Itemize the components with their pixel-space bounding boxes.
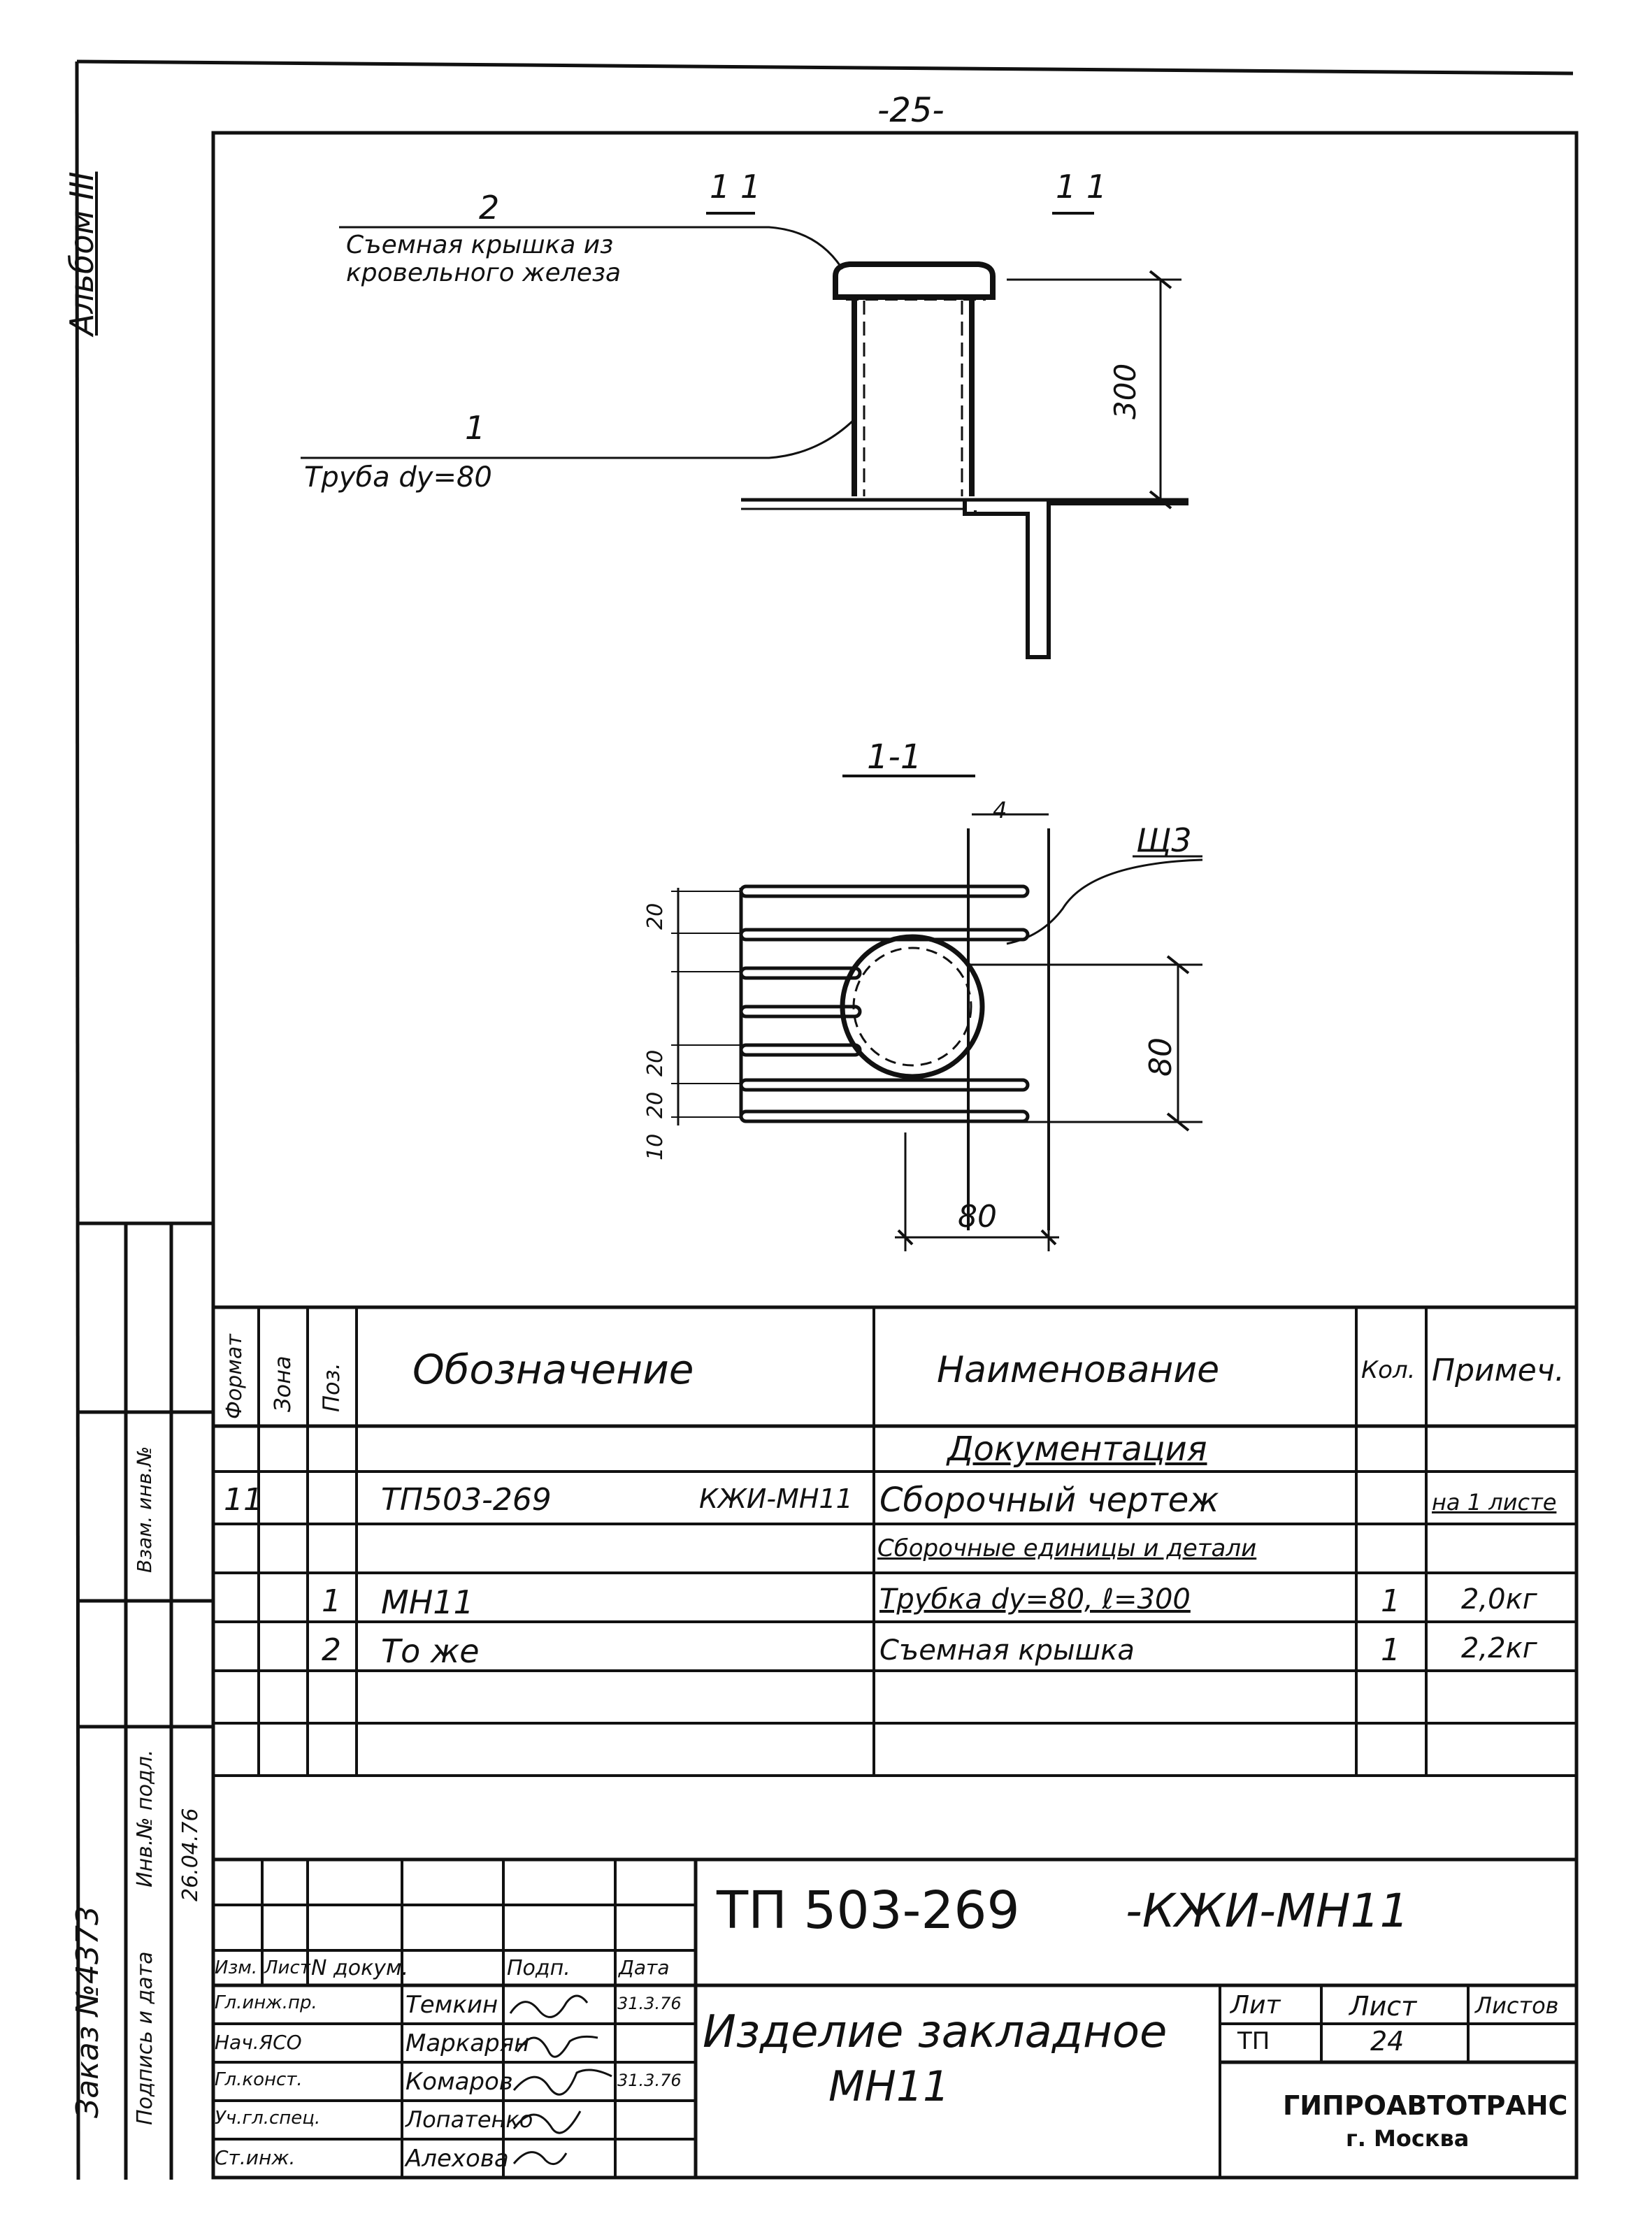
outer-frame-left xyxy=(75,61,80,2180)
row-1-designation: МН11 xyxy=(381,1583,474,1621)
staff-role-1: Гл.инж.пр. xyxy=(215,1992,317,2013)
row-2-pos: 2 xyxy=(322,1632,341,1668)
section-callout-sh3: Щ3 xyxy=(1136,821,1192,859)
callout-pipe-position: 1 xyxy=(465,409,486,447)
col-label-doc: N докум. xyxy=(311,1956,409,1980)
col-label-change: Изм. xyxy=(215,1957,258,1978)
staff-name-1: Темкин xyxy=(405,1991,498,2019)
sheet-label: Лист xyxy=(1349,1991,1417,2022)
section-mark-right: 1 1 xyxy=(1056,168,1107,206)
title-code-suffix: -КЖИ-МН11 xyxy=(1126,1884,1409,1938)
header-designation: Обозначение xyxy=(412,1346,694,1393)
row-2-note: 2,2кг xyxy=(1461,1632,1537,1664)
cap-shape xyxy=(833,261,996,300)
dim-small-4: 4 xyxy=(993,797,1007,823)
staff-role-2: Нач.ЯСО xyxy=(215,2031,302,2054)
row-1-name: Трубка dу=80, ℓ=300 xyxy=(879,1583,1191,1616)
row-doc-note: на 1 листе xyxy=(1432,1489,1557,1516)
staff-role-4: Уч.гл.спец. xyxy=(215,2108,321,2129)
staff-role-5: Ст.инж. xyxy=(215,2146,296,2169)
callout-cap-text-2: кровельного железа xyxy=(346,259,622,287)
row-2-qty: 1 xyxy=(1381,1632,1400,1668)
page-number: -25- xyxy=(877,91,944,130)
callout-pipe-text: Труба dу=80 xyxy=(304,461,492,494)
staff-name-5: Алехова xyxy=(405,2145,509,2173)
callout-cap-position: 2 xyxy=(479,189,500,226)
title-block-grid xyxy=(213,1857,1576,2178)
title-name-2: МН11 xyxy=(828,2062,950,2111)
col-label-sheet: Лист xyxy=(264,1957,310,1978)
header-note: Примеч. xyxy=(1432,1353,1565,1388)
row-2-name: Съемная крышка xyxy=(879,1634,1135,1667)
col-label-sign: Подп. xyxy=(507,1956,570,1980)
staff-date-3: 31.3.76 xyxy=(617,2071,682,2090)
org-city: г. Москва xyxy=(1346,2125,1470,2152)
staff-name-4: Лопатенко xyxy=(405,2106,533,2133)
section-title: 1-1 xyxy=(867,738,922,777)
staff-name-2: Маркарян xyxy=(405,2029,530,2057)
row-doc-designation: ТП503-269 xyxy=(381,1482,552,1518)
pipe-view xyxy=(301,212,1188,659)
header-name: Наименование xyxy=(937,1349,1220,1391)
callout-cap-text-1: Съемная крышка из xyxy=(346,231,614,259)
org-name: ГИПРОАВТОТРАНС xyxy=(1283,2090,1568,2121)
staff-name-3: Комаров xyxy=(405,2068,513,2096)
row-1-qty: 1 xyxy=(1381,1583,1400,1619)
section-units: Сборочные единицы и детали xyxy=(877,1534,1257,1562)
row-1-pos: 1 xyxy=(322,1583,341,1619)
title-name-1: Изделие закладное xyxy=(703,2006,1168,2058)
col-label-date: Дата xyxy=(619,1956,670,1979)
row-doc-designation-suffix: КЖИ-МН11 xyxy=(699,1483,853,1514)
sheets-label: Листов xyxy=(1475,1992,1559,2019)
row-doc-name: Сборочный чертеж xyxy=(879,1481,1219,1520)
staff-date-1: 31.3.76 xyxy=(617,1994,682,2013)
lit-label: Лит xyxy=(1230,1991,1281,2020)
lit-value: ТП xyxy=(1237,2027,1270,2055)
spec-table-grid xyxy=(213,1305,1576,1777)
title-code: ТП 503-269 xyxy=(717,1880,1020,1941)
row-2-designation: То же xyxy=(381,1632,480,1670)
section-documentation: Документация xyxy=(947,1430,1207,1469)
section-mark-left: 1 1 xyxy=(710,168,761,206)
row-doc-format: 11 xyxy=(224,1482,263,1518)
sheet-value: 24 xyxy=(1370,2026,1405,2057)
dim-horizontal-80: 80 xyxy=(958,1199,997,1235)
outer-frame-top xyxy=(76,59,1574,75)
staff-role-3: Гл.конст. xyxy=(215,2069,303,2090)
section-1-1 xyxy=(671,775,1203,1251)
inner-frame xyxy=(211,131,1579,2180)
header-qty: Кол. xyxy=(1361,1356,1416,1384)
row-1-note: 2,0кг xyxy=(1461,1583,1537,1616)
